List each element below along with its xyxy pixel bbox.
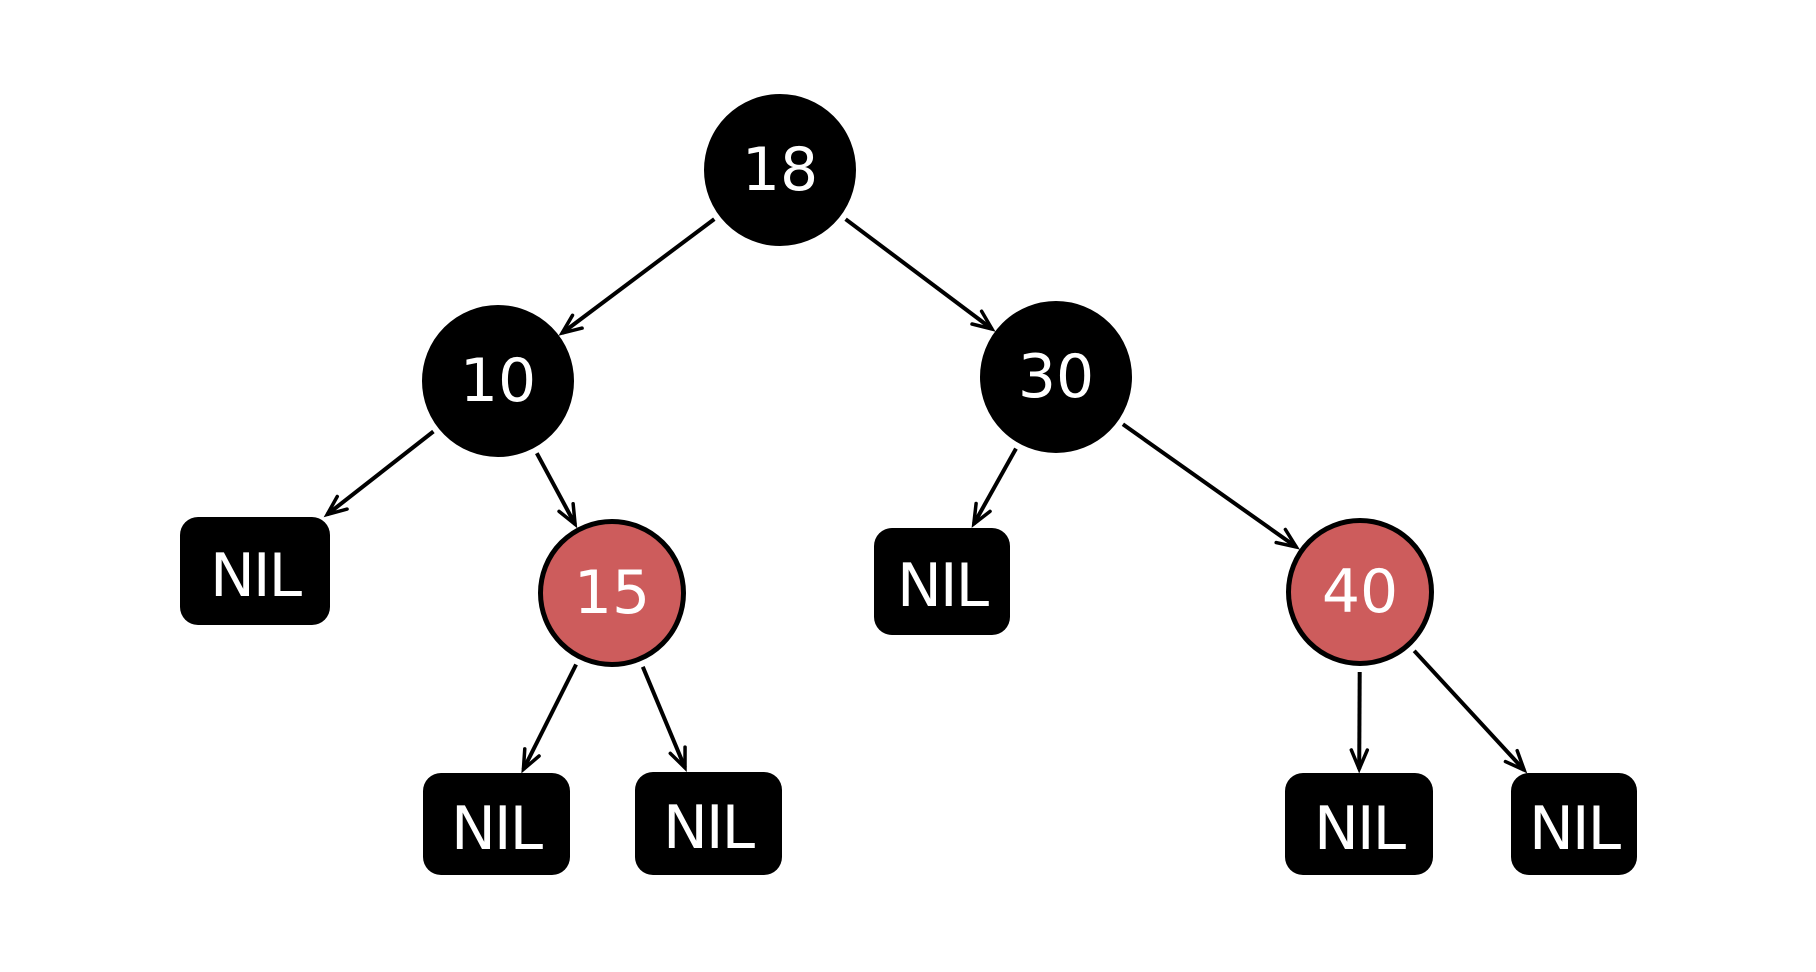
tree-node-10: 10 [422,305,574,457]
edge-n40-to-nil6 [1412,649,1528,774]
nil-leaf-node: NIL [874,527,1010,635]
nil-leaf-node: NIL [1285,773,1433,875]
edge-n10-to-nil1 [323,429,435,518]
edge-n30-to-n40 [1121,422,1300,550]
node-label: NIL [450,794,543,864]
node-label: NIL [662,793,755,863]
tree-node-30: 30 [980,301,1132,453]
node-label: NIL [1313,794,1406,864]
edge-n10-to-n15 [535,452,578,529]
edge-n18-to-n10 [558,217,716,336]
node-label: 40 [1321,557,1399,627]
nil-leaf-node: NIL [634,771,782,875]
node-label: 10 [459,346,537,416]
nil-leaf-node: NIL [180,517,330,625]
node-label: 18 [741,135,819,205]
node-label: 15 [573,558,651,628]
edge-n18-to-n30 [844,217,996,332]
tree-node-15: 15 [538,519,686,667]
node-label: NIL [896,551,989,621]
edge-n40-to-nil5 [1349,671,1370,774]
tree-node-40: 40 [1286,518,1434,666]
tree-node-18: 18 [704,94,856,246]
node-label: NIL [209,541,302,611]
edge-n30-to-nil2 [971,447,1018,528]
nil-leaf-node: NIL [422,773,570,875]
edge-n15-to-nil3 [521,663,578,774]
node-label: 30 [1017,342,1095,412]
nil-leaf-node: NIL [1511,773,1637,875]
edge-n15-to-nil4 [640,666,687,772]
node-label: NIL [1528,794,1621,864]
